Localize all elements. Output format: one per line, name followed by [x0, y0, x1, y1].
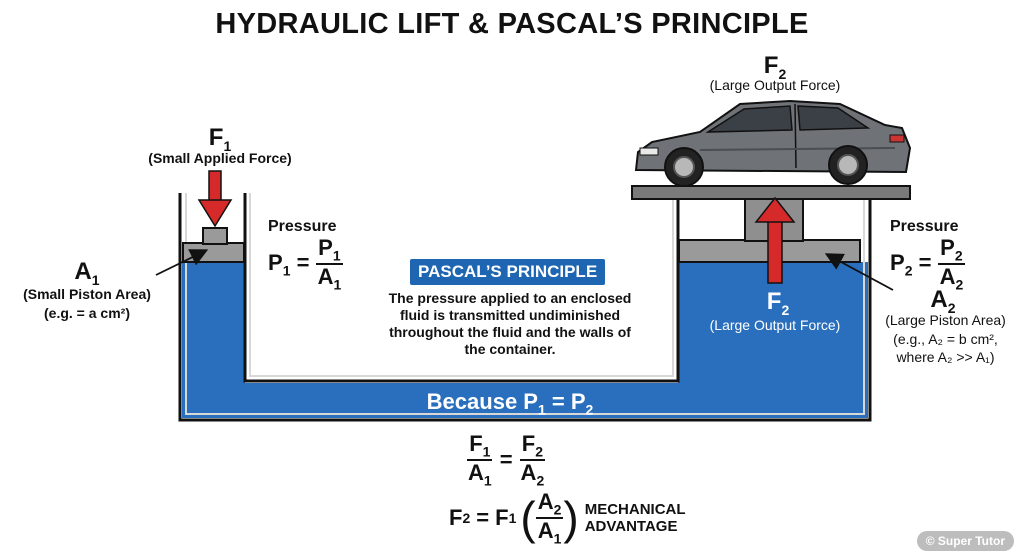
- area-large-example-1: (e.g., A₂ = b cm²,: [893, 331, 998, 347]
- page-title: HYDRAULIC LIFT & PASCAL’S PRINCIPLE: [215, 8, 809, 40]
- container-wall: [178, 193, 872, 422]
- force-large-caption-inner: (Large Output Force): [709, 317, 841, 333]
- because-equation: Because P1 = P2: [426, 389, 594, 418]
- area-large-symbol: A2: [930, 286, 956, 316]
- area-large-caption: (Large Piston Area): [885, 312, 1006, 328]
- area-small-example: (e.g. = a cm²): [44, 305, 130, 321]
- pascal-principle-heading: PASCAL’S PRINCIPLE: [410, 259, 606, 285]
- pressure-right-fraction: P2 A2: [938, 235, 965, 293]
- watermark: © Super Tutor: [916, 531, 1014, 551]
- force-large-caption-top: (Large Output Force): [709, 77, 841, 93]
- car-image: [634, 99, 912, 187]
- mechanical-label: MECHANICAL: [584, 501, 686, 519]
- advantage-label: ADVANTAGE: [584, 518, 678, 536]
- small-piston-knob: [202, 227, 228, 245]
- pressure-left: Pressure P1 = P1 A1: [268, 218, 388, 292]
- pressure-right: Pressure P2 = P2 A2: [890, 218, 1010, 292]
- force-arrow-small: [197, 199, 233, 228]
- pressure-right-word: Pressure: [890, 218, 959, 235]
- force-large-symbol-top: F2: [763, 52, 787, 82]
- force-small-symbol: F1: [208, 124, 232, 154]
- area-small-symbol: A1: [74, 258, 100, 288]
- fluid: [182, 262, 868, 418]
- pascal-principle-text: The pressure applied to an enclosed flui…: [388, 290, 632, 357]
- pressure-left-fraction: P1 A1: [316, 235, 343, 293]
- force-large-symbol-inner: F2: [766, 288, 790, 318]
- pressure-left-word: Pressure: [268, 218, 337, 235]
- container-inner-wall: [243, 193, 680, 383]
- lift-platform: [631, 185, 911, 200]
- equation-ratio: F1 A1 = F2 A2: [467, 431, 546, 489]
- force-small-caption: (Small Applied Force): [148, 150, 292, 166]
- small-piston: [182, 242, 245, 263]
- area-large-example-2: where A₂ >> A₁): [896, 349, 995, 365]
- force-arrow-large: [754, 196, 796, 223]
- area-small-caption: (Small Piston Area): [23, 286, 151, 302]
